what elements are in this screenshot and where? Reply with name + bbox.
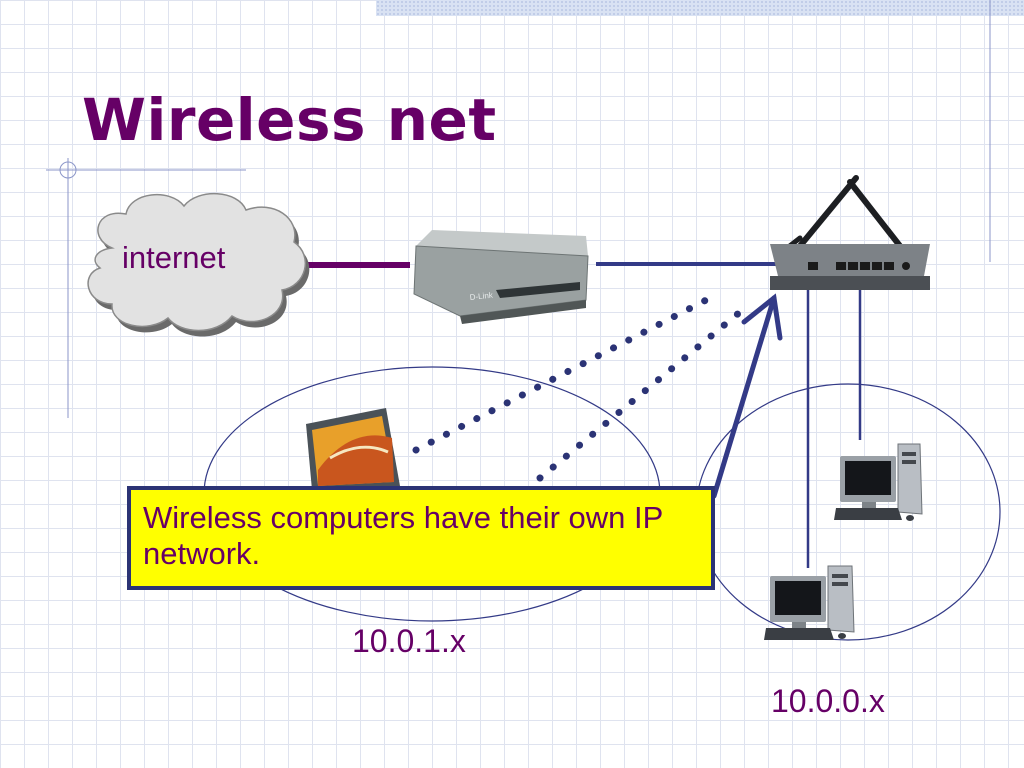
laptop-icon <box>306 408 400 490</box>
wireless-link-laptop <box>412 293 716 454</box>
slide-title: Wireless net <box>82 86 497 154</box>
wired-network-label: 10.0.0.x <box>771 683 885 719</box>
modem-brand-label: D-Link <box>469 291 494 302</box>
internet-label: internet <box>122 240 226 275</box>
callout-box: Wireless computers have their own IP net… <box>127 486 715 590</box>
desktop-computer-icon <box>834 443 923 521</box>
wireless-router-icon <box>770 175 930 290</box>
cloud-icon <box>87 193 310 337</box>
top-decorative-band <box>376 0 1024 16</box>
corner-ornament <box>46 0 991 418</box>
wireless-network-label: 10.0.1.x <box>352 623 466 659</box>
callout-arrow <box>711 293 783 499</box>
modem-icon: D-Link <box>413 230 589 324</box>
wireless-link-second <box>536 308 744 482</box>
desktop-computer-icon <box>764 565 855 640</box>
